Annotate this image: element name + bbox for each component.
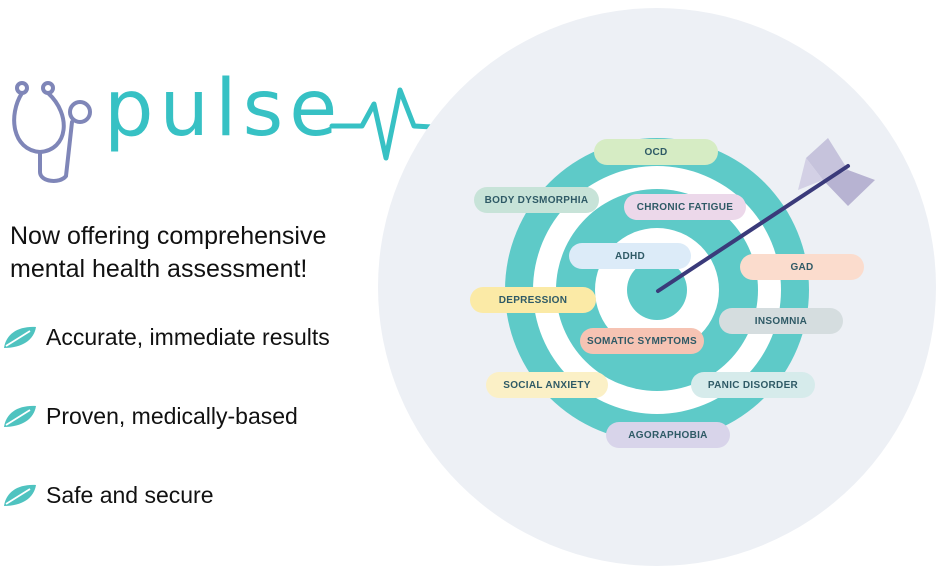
brand-wordmark: pulse <box>104 64 344 154</box>
stethoscope-icon <box>12 81 92 183</box>
condition-label: OCD <box>644 146 668 158</box>
condition-label: GAD <box>790 261 814 273</box>
feature-item: Safe and secure <box>0 480 214 510</box>
target-illustration <box>505 138 875 442</box>
condition-label: AGORAPHOBIA <box>628 429 708 441</box>
logo <box>12 81 490 183</box>
condition-pill-social-anxiety: SOCIAL ANXIETY <box>486 372 608 398</box>
condition-pill-chronic-fatigue: CHRONIC FATIGUE <box>624 194 746 220</box>
arrow-shaft <box>656 164 850 293</box>
condition-pill-insomnia: INSOMNIA <box>719 308 843 334</box>
leaf-icon <box>4 405 36 427</box>
condition-label: BODY DYSMORPHIA <box>484 194 589 206</box>
leaf-icon <box>4 326 36 348</box>
leaf-icon <box>4 484 36 506</box>
condition-pill-adhd: ADHD <box>569 243 691 269</box>
condition-pill-somatic-symptoms: SOMATIC SYMPTOMS <box>580 328 704 354</box>
heartbeat-line-icon <box>329 87 490 161</box>
condition-pill-gad: GAD <box>740 254 864 280</box>
condition-label: INSOMNIA <box>754 315 808 327</box>
feature-item: Accurate, immediate results <box>0 322 330 352</box>
condition-pill-body-dysmorphia: BODY DYSMORPHIA <box>474 187 599 213</box>
feature-item: Proven, medically-based <box>0 401 298 431</box>
condition-label: PANIC DISORDER <box>707 379 799 391</box>
condition-label: SOMATIC SYMPTOMS <box>587 335 697 347</box>
condition-pill-depression: DEPRESSION <box>470 287 596 313</box>
condition-pill-panic-disorder: PANIC DISORDER <box>691 372 815 398</box>
tagline: Now offering comprehensive mental health… <box>10 222 327 283</box>
feature-text: Safe and secure <box>46 481 214 508</box>
condition-label: CHRONIC FATIGUE <box>636 201 734 213</box>
condition-label: SOCIAL ANXIETY <box>503 379 591 391</box>
condition-pill-ocd: OCD <box>594 139 718 165</box>
feature-text: Proven, medically-based <box>46 402 298 429</box>
arrow-fletching-icon <box>798 138 875 206</box>
feature-text: Accurate, immediate results <box>46 323 330 350</box>
condition-label: ADHD <box>614 250 646 262</box>
condition-label: DEPRESSION <box>498 294 568 306</box>
condition-pill-agoraphobia: AGORAPHOBIA <box>606 422 730 448</box>
